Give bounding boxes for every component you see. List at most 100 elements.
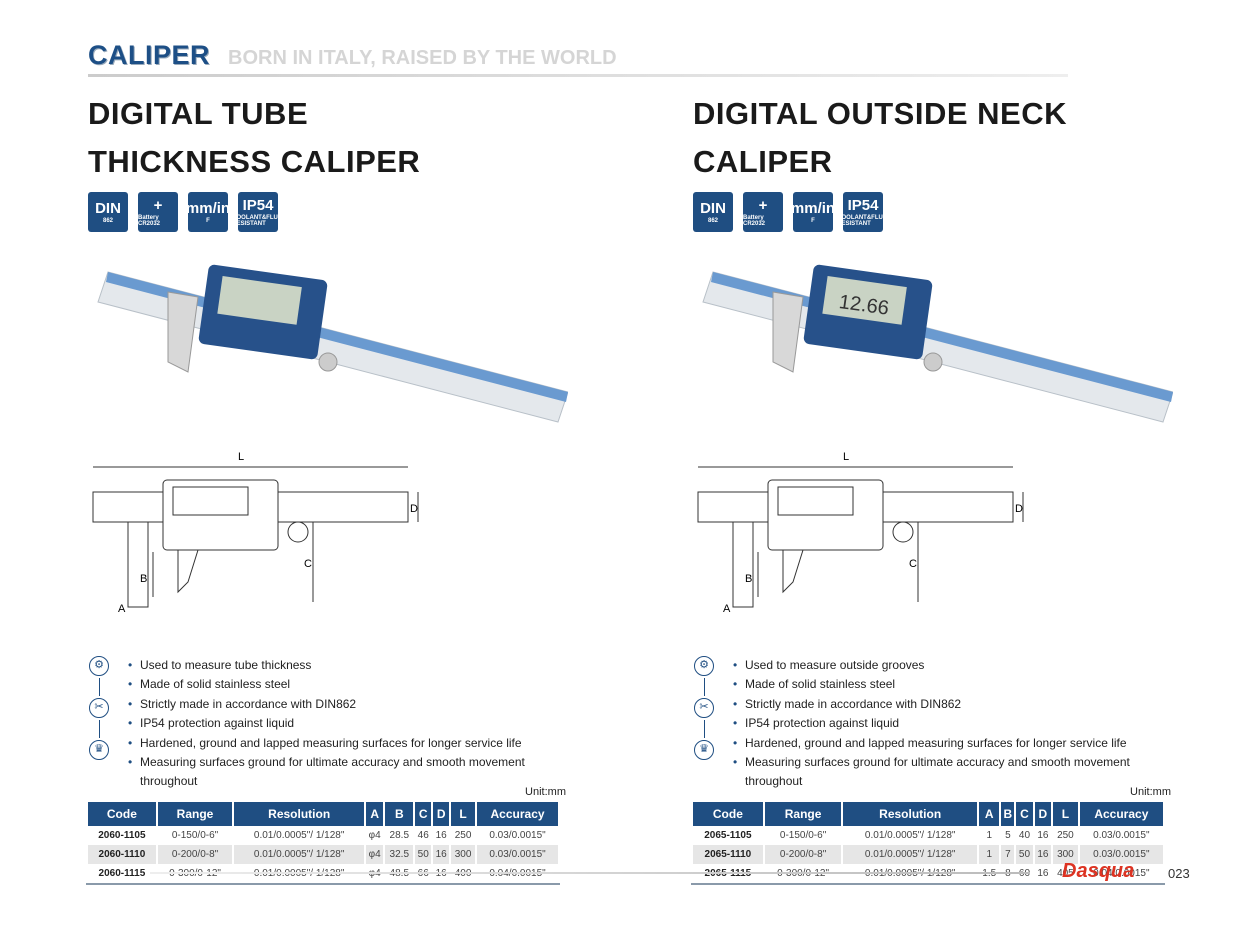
title-line: DIGITAL OUTSIDE NECK	[693, 96, 1067, 131]
table-cell: 2060-1105	[98, 829, 146, 841]
column-header: Accuracy	[477, 801, 558, 826]
dimension-diagram: L C D B A	[88, 442, 568, 632]
feature-item: Measuring surfaces ground for ultimate a…	[128, 753, 568, 792]
feature-item: IP54 protection against liquid	[733, 714, 1173, 734]
table-cell: 32.5	[385, 844, 414, 864]
dim-label-D: D	[1015, 503, 1023, 515]
table-cell: 300	[1053, 844, 1078, 864]
feature-item: Strictly made in accordance with DIN862	[733, 695, 1173, 715]
table-cell: 16	[433, 844, 450, 864]
feature-list: ⚙ ✂ ♛ Used to measure outside groovesMad…	[693, 656, 1173, 792]
table-cell: 2065-1105	[704, 829, 752, 841]
column-header: Range	[764, 801, 842, 826]
column-header: A	[366, 801, 384, 826]
table-row: 2060-1105 0-150/0-6" 0.01/0.0005"/ 1/128" φ…	[88, 826, 558, 845]
column-header: Code	[693, 801, 763, 826]
column-header: C	[415, 801, 432, 826]
table-cell: 0.03/0.0015"	[1079, 844, 1163, 864]
column-header: L	[1053, 801, 1078, 826]
title-line: DIGITAL TUBE	[88, 96, 309, 131]
title-line: CALIPER	[693, 144, 833, 179]
table-cell: 0.01/0.0005"/ 1/128"	[864, 829, 956, 841]
table-cell: 300	[451, 844, 476, 864]
table-cell: 2065-1110	[693, 844, 763, 864]
table-row: 2065-1105 0-150/0-6" 0.01/0.0005"/ 1/128" 1…	[693, 826, 1163, 845]
table-cell: 0.03/0.0015"	[489, 829, 546, 841]
table-cell: 0.01/0.0005"/ 1/128"	[234, 844, 365, 864]
column-header: B	[1001, 801, 1015, 826]
column-header: Range	[157, 801, 233, 826]
table-cell: 16	[1037, 829, 1049, 841]
dim-label-B: B	[745, 573, 752, 585]
product-title: DIGITAL TUBE THICKNESS CALIPER	[88, 90, 568, 186]
feature-item: Strictly made in accordance with DIN862	[128, 695, 568, 715]
dim-label-D: D	[410, 503, 418, 515]
footer-divider	[150, 872, 1030, 874]
table-cell: 16	[1037, 867, 1049, 879]
page-header: CALIPER BORN IN ITALY, RAISED BY THE WOR…	[88, 40, 617, 71]
feature-item: Made of solid stainless steel	[733, 675, 1173, 695]
table-cell: 0.04/0.0015"	[1093, 867, 1150, 879]
column-header: C	[1016, 801, 1033, 826]
dim-label-L: L	[238, 451, 244, 463]
product-photo: 12.66	[693, 252, 1174, 442]
table-cell: 405	[1057, 867, 1074, 879]
feature-item: Made of solid stainless steel	[128, 675, 568, 695]
table-cell: 0.01/0.0005"/ 1/128"	[253, 829, 345, 841]
column-header: Accuracy	[1079, 801, 1163, 826]
dim-label-A: A	[118, 603, 126, 615]
feature-item: Used to measure tube thickness	[128, 656, 568, 676]
column-header: D	[1034, 801, 1052, 826]
table-cell: 0-200/0-8"	[157, 844, 233, 864]
table-cell: 2060-1110	[88, 844, 156, 864]
table-cell: φ4	[368, 829, 381, 841]
feature-item: Hardened, ground and lapped measuring su…	[733, 734, 1173, 754]
table-cell: 16	[1034, 844, 1052, 864]
trophy-icon: ♛	[694, 740, 714, 760]
table-cell: 40	[1018, 829, 1031, 841]
header-divider	[88, 74, 1068, 77]
column-header: Resolution	[234, 801, 365, 826]
table-cell: 46	[417, 829, 429, 841]
product-photo	[88, 252, 569, 442]
table-cell: 50	[415, 844, 432, 864]
slogan: BORN IN ITALY, RAISED BY THE WORLD	[228, 47, 617, 69]
gear-icon: ⚙	[89, 656, 109, 676]
table-cell: 16	[435, 829, 447, 841]
table-cell: 1	[986, 829, 992, 841]
column-header: Code	[88, 801, 156, 826]
feature-item: IP54 protection against liquid	[128, 714, 568, 734]
badge-1: +Battery CR2032	[743, 192, 783, 232]
product-title: DIGITAL OUTSIDE NECK CALIPER	[693, 90, 1173, 186]
table-cell: 250	[1057, 829, 1074, 841]
table-cell: 0-150/0-6"	[779, 829, 827, 841]
badge-1: +Battery CR2032	[138, 192, 178, 232]
table-cell: 0-200/0-8"	[764, 844, 842, 864]
table-cell: 250	[454, 829, 472, 841]
table-cell: 0.03/0.0015"	[477, 844, 558, 864]
feature-list: ⚙ ✂ ♛ Used to measure tube thicknessMade…	[88, 656, 568, 792]
dim-label-B: B	[140, 573, 147, 585]
column-header: B	[385, 801, 414, 826]
tools-icon: ✂	[89, 698, 109, 718]
column-header: L	[451, 801, 476, 826]
trophy-icon: ♛	[89, 740, 109, 760]
table-cell: 50	[1016, 844, 1033, 864]
table-cell: 0-150/0-6"	[171, 829, 219, 841]
column-header: Resolution	[843, 801, 977, 826]
title-line: THICKNESS CALIPER	[88, 144, 421, 179]
feature-item: Measuring surfaces ground for ultimate a…	[733, 753, 1173, 792]
dim-label-L: L	[843, 451, 849, 463]
table-cell: 0.01/0.0005"/ 1/128"	[843, 844, 977, 864]
gear-icon: ⚙	[694, 656, 714, 676]
